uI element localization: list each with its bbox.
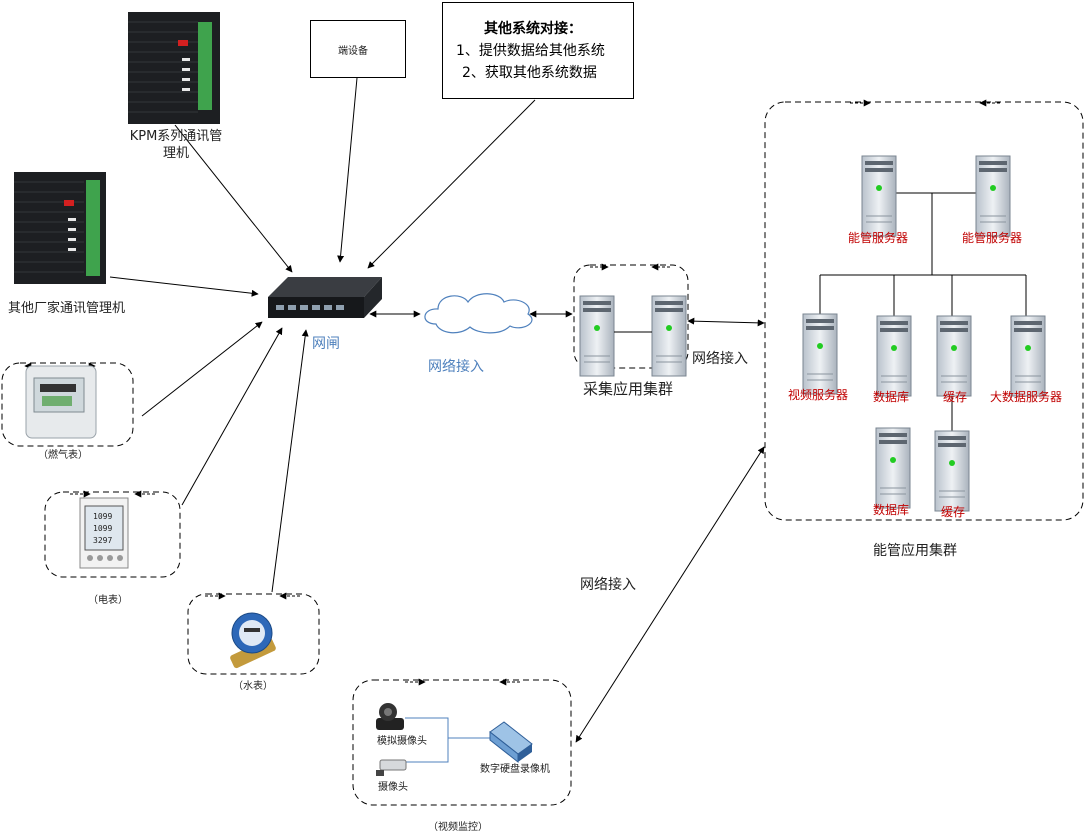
camera-label: 摄像头 bbox=[378, 782, 408, 793]
nvr-label: 数字硬盘录像机 bbox=[480, 764, 550, 775]
group-frames bbox=[1, 101, 1084, 806]
network-access-label-2: 网络接入 bbox=[692, 351, 748, 367]
energy-server-2 bbox=[975, 155, 1011, 237]
bigdata-server bbox=[1010, 315, 1046, 397]
power-meter-label: （电表） bbox=[88, 595, 128, 606]
analog-camera-icon bbox=[376, 703, 404, 730]
network-access-label-1: 网络接入 bbox=[428, 359, 484, 375]
energy-server-1 bbox=[861, 155, 897, 237]
end-device-box bbox=[310, 20, 406, 78]
collection-server-1 bbox=[579, 295, 615, 377]
collection-server-2 bbox=[651, 295, 687, 377]
energy-cluster-label: 能管应用集群 bbox=[873, 543, 957, 559]
end-device-label: 端设备 bbox=[338, 46, 368, 57]
analog-camera-label: 模拟摄像头 bbox=[377, 736, 427, 747]
energy-server-2-label: 能管服务器 bbox=[962, 231, 1023, 245]
connection-lines bbox=[109, 77, 765, 743]
meter-readout-2: 1099 bbox=[93, 524, 112, 533]
kpm-label: KPM系列通讯管理机 bbox=[129, 129, 223, 161]
meter-readout-1: 1099 bbox=[93, 512, 112, 521]
video-group-label: （视频监控） bbox=[428, 822, 488, 833]
water-meter-image bbox=[230, 612, 276, 669]
database-2-label: 数据库 bbox=[873, 503, 910, 517]
bigdata-server-label: 大数据服务器 bbox=[990, 390, 1063, 404]
cache-1-label: 缓存 bbox=[943, 390, 968, 404]
cache-server-1 bbox=[936, 315, 972, 397]
kpm-device-image bbox=[128, 12, 220, 124]
other-systems-line2: 2、获取其他系统数据 bbox=[462, 65, 597, 81]
gas-meter-label: （燃气表） bbox=[38, 450, 88, 461]
energy-server-1-label: 能管服务器 bbox=[848, 231, 909, 245]
cache-2-label: 缓存 bbox=[941, 505, 966, 519]
other-vendor-label: 其他厂家通讯管理机 bbox=[8, 301, 126, 316]
other-vendor-device-image bbox=[14, 172, 106, 284]
video-wiring bbox=[400, 717, 490, 763]
other-systems-line1: 1、提供数据给其他系统 bbox=[456, 43, 605, 59]
collection-cluster-label: 采集应用集群 bbox=[583, 380, 674, 398]
meter-readout-3: 3297 bbox=[93, 536, 112, 545]
water-meter-label: （水表） bbox=[233, 681, 273, 692]
nvr-icon bbox=[489, 721, 533, 764]
camera-icon bbox=[376, 759, 407, 776]
database-server-1 bbox=[876, 315, 912, 397]
other-systems-box bbox=[442, 2, 634, 99]
database-1-label: 数据库 bbox=[873, 390, 910, 404]
database-server-2 bbox=[875, 427, 911, 509]
other-systems-title: 其他系统对接： bbox=[484, 21, 582, 37]
gateway-device-image bbox=[268, 277, 382, 318]
power-meter-image: 1099 1099 3297 bbox=[79, 497, 129, 569]
video-server bbox=[802, 313, 838, 395]
gas-meter-image bbox=[25, 365, 97, 439]
cache-server-2 bbox=[934, 430, 970, 512]
gateway-label: 网闸 bbox=[312, 336, 340, 352]
network-cloud bbox=[424, 293, 533, 334]
video-server-label: 视频服务器 bbox=[788, 388, 849, 402]
network-access-label-3: 网络接入 bbox=[580, 577, 636, 593]
